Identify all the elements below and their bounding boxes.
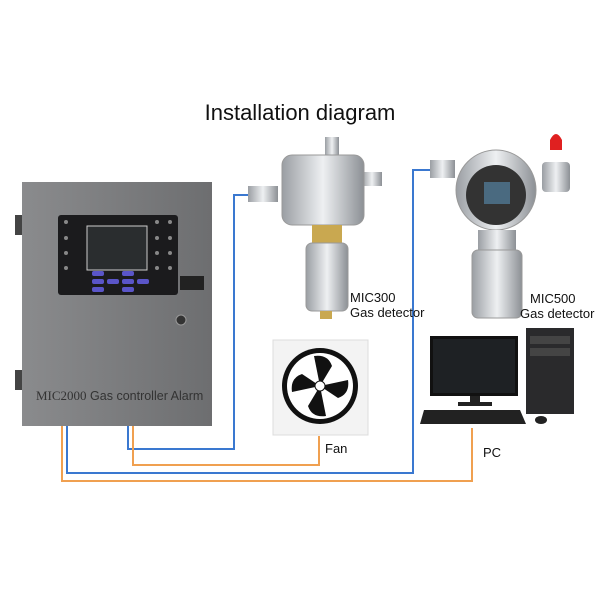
keyboard [420, 410, 526, 424]
mic500-label: MIC500 Gas detector [520, 291, 595, 321]
mic300-label: MIC300 Gas detector [350, 290, 425, 320]
wires [61, 169, 473, 482]
key-lock-icon [175, 314, 187, 326]
keypad [92, 271, 149, 292]
pc-label: PC [483, 445, 502, 460]
controller-label: MIC2000 Gas controller Alarm [36, 388, 204, 403]
controller-cabinet [15, 182, 212, 426]
mic500-detector [430, 134, 570, 319]
wire-mic500 [66, 169, 432, 474]
lcd-screen [86, 225, 148, 271]
wire-pc [61, 426, 473, 482]
mic300-detector [248, 137, 382, 319]
exhaust-fan [272, 339, 369, 436]
fan-blades-icon [291, 355, 349, 417]
mouse [535, 416, 547, 424]
wire-mic300 [127, 194, 250, 450]
wire-fan [132, 426, 320, 466]
fan-label: Fan [325, 441, 348, 456]
pc [420, 328, 574, 424]
alarm-light-icon [550, 134, 562, 150]
detector-display [484, 182, 510, 204]
diagram-title: Installation diagram [204, 100, 396, 125]
